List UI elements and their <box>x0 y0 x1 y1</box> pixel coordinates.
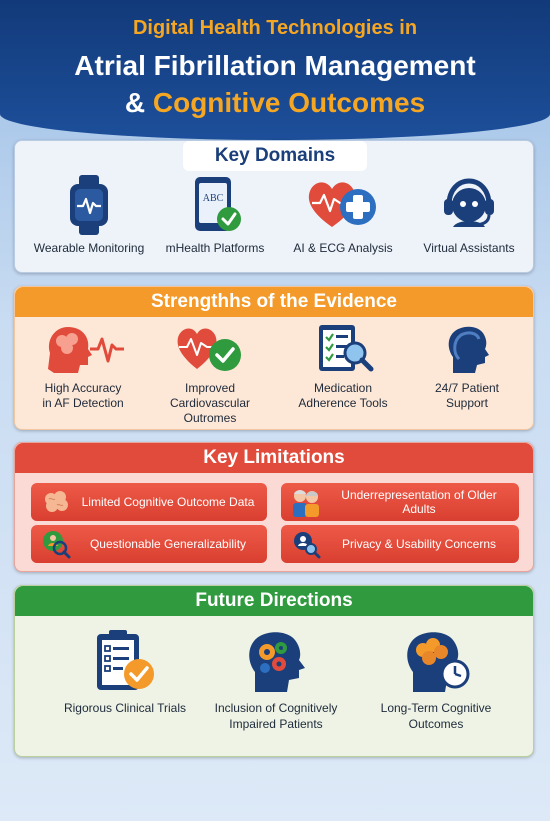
strength-line2: Adherence Tools <box>298 396 388 410</box>
older-adults-icon <box>293 490 319 517</box>
headset-assistant-icon <box>444 178 494 227</box>
head-brain-clock-icon <box>407 632 470 692</box>
people-magnifier-icon <box>43 531 71 559</box>
domain-label: Virtual Assistants <box>423 241 515 255</box>
head-profile-icon <box>448 326 489 373</box>
key-domains-panel: Key Domains Wearable Monitoring ABC mHea… <box>14 140 534 273</box>
strengths-title: Strengthhs of the Evidence <box>15 287 533 317</box>
domain-virtual-assistants: Virtual Assistants <box>407 175 531 256</box>
future-clinical-trials: Rigorous Clinical Trials <box>55 628 195 716</box>
header-banner: Digital Health Technologies in Atrial Fi… <box>0 0 550 140</box>
tablet-check-icon: ABC <box>195 177 241 231</box>
strength-line1: 24/7 Patient <box>434 381 500 395</box>
header-title: Atrial Fibrillation Management <box>74 50 476 81</box>
future-directions-title: Future Directions <box>15 586 533 616</box>
heart-cross-icon <box>308 182 376 227</box>
domain-label: Wearable Monitoring <box>33 241 145 255</box>
key-domains-title: Key Domains <box>183 141 367 171</box>
future-line2: Outcomes <box>408 717 464 731</box>
strength-line2: Outromes <box>183 411 237 425</box>
strength-line1: Medication <box>313 381 373 395</box>
domain-mhealth: ABC mHealth Platforms <box>155 175 275 256</box>
future-line1: Rigorous Clinical Trials <box>63 701 187 715</box>
strength-line1: High Accuracy <box>44 381 122 395</box>
domain-label: mHealth Platforms <box>165 241 265 255</box>
strengths-panel: Strengthhs of the Evidence High Accuracy… <box>14 286 534 430</box>
limitation-generalizability: Questionable Generalizability <box>31 525 267 563</box>
person-search-icon <box>294 532 321 559</box>
brain-icon <box>45 491 68 512</box>
limitation-label: Questionable Generalizability <box>89 537 247 551</box>
limitations-title: Key Limitations <box>15 443 533 473</box>
tablet-text: ABC <box>203 193 224 204</box>
limitation-privacy-usability: Privacy & Usability Concerns <box>281 525 519 563</box>
header-ampersand: & <box>124 87 146 118</box>
smartwatch-icon <box>70 175 108 235</box>
header-title-2: & Cognitive Outcomes <box>0 87 550 119</box>
future-line1: Inclusion of Cognitively <box>214 701 338 715</box>
domain-wearable: Wearable Monitoring <box>29 175 149 256</box>
domain-label: AI & ECG Analysis <box>293 241 393 255</box>
domain-ai-ecg: AI & ECG Analysis <box>281 175 405 256</box>
future-directions-panel: Future Directions Rigorous Clinical Tria… <box>14 585 534 757</box>
strength-line2: Support <box>445 396 489 410</box>
header-title-accent: Cognitive Outcomes <box>152 87 426 118</box>
future-line2: Impaired Patients <box>229 717 323 731</box>
limitation-cognitive-data: Limited Cognitive Outcome Data <box>31 483 267 521</box>
limitation-label: Limited Cognitive Outcome Data <box>81 495 255 509</box>
strength-line1: Improved Cardiovascular <box>169 381 251 410</box>
brain-head-pulse-icon <box>48 327 124 373</box>
header-subtitle: Digital Health Technologies in <box>132 17 418 39</box>
head-gears-icon <box>249 632 305 692</box>
future-line1: Long-Term Cognitive <box>380 701 492 715</box>
hearts-check-icon <box>177 328 241 371</box>
limitation-label: Underrepresentation of Older Adults <box>341 488 497 516</box>
limitation-older-adults: Underrepresentation of Older Adults <box>281 483 519 521</box>
clipboard-check-icon <box>97 630 154 690</box>
strength-line2: in AF Detection <box>42 396 124 410</box>
limitation-label: Privacy & Usability Concerns <box>341 537 497 551</box>
limitations-panel: Key Limitations Limited Cognitive Outcom… <box>14 442 534 572</box>
checklist-magnifier-icon <box>319 325 374 372</box>
